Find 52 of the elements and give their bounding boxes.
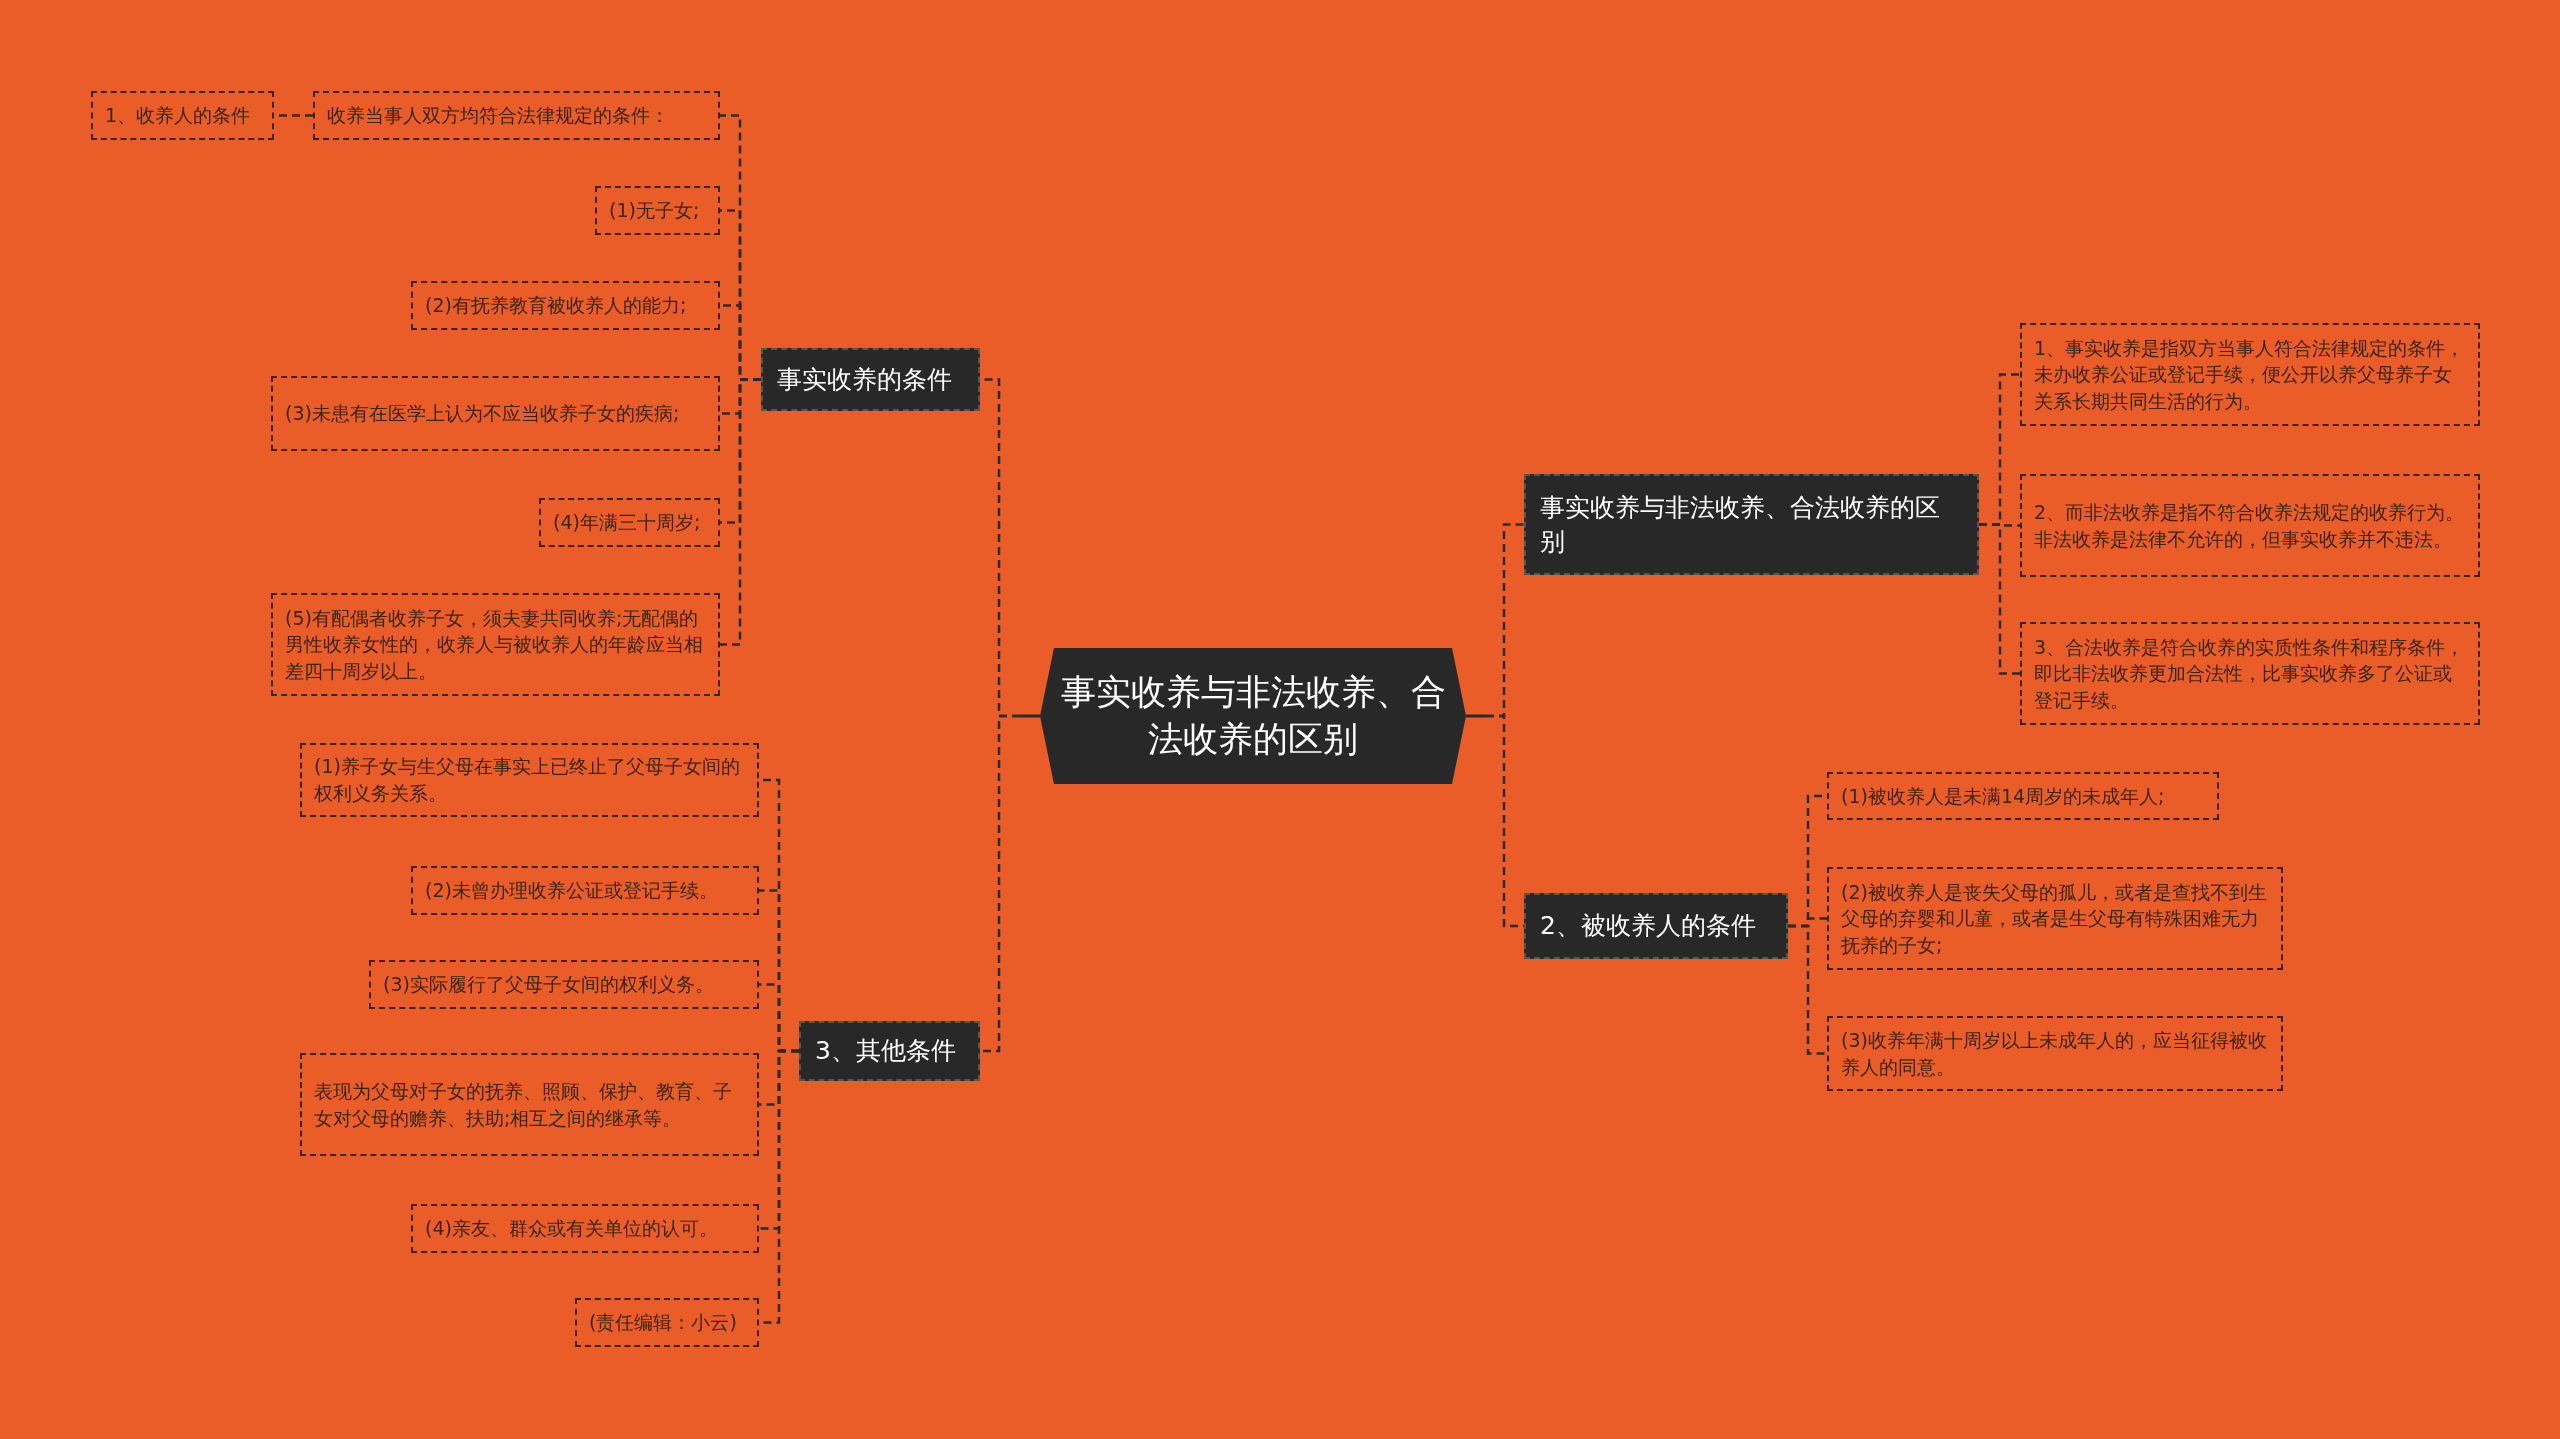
topic-hexagon [1020,648,1486,784]
topic-box [1524,893,1788,959]
connector-line [720,378,761,646]
note-text: (5)有配偶者收养子女，须夫妻共同收养;无配偶的男性收养女性的，收养人与被收养人的年龄应当相差四十周岁以上。 [285,605,704,684]
note-box [411,1204,759,1253]
note-box [595,186,720,235]
note-box [1827,772,2219,820]
note-text: (2)被收养人是丧失父母的孤儿，或者是查找不到生父母的弃婴和儿童，或者是生父母有特殊困难无力抚养的子女; [1841,879,2268,958]
note-box [411,281,720,330]
topic-text: 事实收养与非法收养、合法收养的区别 [1059,670,1447,761]
note-box [271,593,720,696]
note-text: 3、合法收养是符合收养的实质性条件和程序条件，即比非法收养更加合法性，比事实收养多了公证或登记手续。 [2034,634,2466,713]
topic-box [761,348,980,411]
note-text: (责任编辑：小云) [589,1310,737,1336]
note-box [2020,622,2480,725]
note-text: 收养当事人双方均符合法律规定的条件： [327,103,669,129]
topic-text: 事实收养与非法收养、合法收养的区别 [1540,491,1941,558]
note-box [2020,323,2480,426]
note-text: (4)亲友、群众或有关单位的认可。 [425,1216,718,1242]
note-text: (2)有抚养教育被收养人的能力; [425,293,687,319]
note-text: (1)被收养人是未满14周岁的未成年人; [1841,783,2165,809]
topic-box [1524,474,1979,575]
note-box [91,91,274,140]
topic-text: 事实收养的条件 [777,363,952,396]
note-box [369,960,759,1009]
note-text: (3)未患有在医学上认为不应当收养子女的疾病; [285,401,680,427]
note-text: (3)收养年满十周岁以上未成年人的，应当征得被收养人的同意。 [1841,1027,2268,1080]
note-text: 2、而非法收养是指不符合收养法规定的收养行为。非法收养是法律不允许的，但事实收养并不违法。 [2034,499,2466,552]
note-box [1827,1016,2283,1091]
connector-line [1979,523,2020,675]
connector-line [980,714,1020,1053]
note-box [539,498,720,547]
note-box [411,866,759,915]
topic-box [799,1021,980,1081]
note-text: (3)实际履行了父母子女间的权利义务。 [383,972,714,998]
topic-text: 3、其他条件 [815,1035,956,1068]
note-text: (1)无子女; [609,198,700,224]
note-text: (2)未曾办理收养公证或登记手续。 [425,878,718,904]
note-box [271,376,720,451]
topic-text: 2、被收养人的条件 [1540,910,1756,943]
note-box [300,1053,759,1156]
note-box [1827,867,2283,970]
note-text: (4)年满三十周岁; [553,510,701,536]
note-box [2020,474,2480,577]
connector-line [1788,924,1827,1055]
note-text: 表现为父母对子女的抚养、照顾、保护、教育、子女对父母的赡养、扶助;相互之间的继承等。 [314,1078,733,1131]
note-text: (1)养子女与生父母在事实上已终止了父母子女间的权利义务关系。 [314,754,741,806]
note-text: 1、收养人的条件 [105,103,251,129]
note-box [300,743,759,817]
note-box [575,1298,759,1347]
note-text: 1、事实收养是指双方当事人符合法律规定的条件，未办收养公证或登记手续，便公开以养父母养子女关系长期共同生活的行为。 [2034,335,2466,414]
note-box [313,91,720,140]
